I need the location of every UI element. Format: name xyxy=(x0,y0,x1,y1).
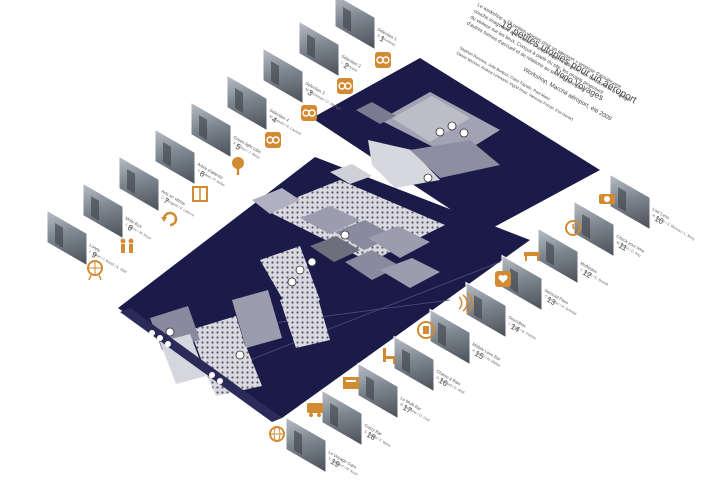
heart-icon xyxy=(495,271,511,287)
project-card xyxy=(609,173,651,231)
project-card xyxy=(285,416,327,474)
drink-icon xyxy=(417,321,435,339)
runway-pins xyxy=(149,330,223,384)
project-photo-figure xyxy=(510,268,518,293)
project-photo-figure xyxy=(127,169,135,194)
project-card xyxy=(298,20,340,78)
project-photo xyxy=(465,281,507,339)
project-card xyxy=(190,101,232,159)
project-number: 3 xyxy=(306,88,315,98)
project-photo-figure xyxy=(402,349,410,374)
project-number: 6 xyxy=(198,169,207,179)
refresh-icon xyxy=(161,211,178,227)
project-card xyxy=(537,227,579,285)
project-photo xyxy=(334,0,376,51)
project-photo xyxy=(82,182,124,240)
bar-icon xyxy=(343,377,359,389)
project-number: 4 xyxy=(270,115,279,125)
project-photo-figure xyxy=(474,295,482,320)
project-card xyxy=(334,0,376,51)
project-photo xyxy=(537,227,579,285)
project-photo-figure xyxy=(618,187,626,212)
project-card xyxy=(82,182,124,240)
project-photo xyxy=(609,173,651,231)
project-card xyxy=(465,281,507,339)
project-photo-figure xyxy=(343,7,351,32)
project-photo-figure xyxy=(366,376,374,401)
project-photo-figure xyxy=(235,88,243,113)
project-card xyxy=(429,308,471,366)
main-level-terminal xyxy=(252,164,445,288)
project-card xyxy=(321,389,363,447)
project-photo xyxy=(262,47,304,105)
project-photo-figure xyxy=(91,196,99,221)
project-photo xyxy=(357,362,399,420)
project-number: 5 xyxy=(234,142,243,152)
project-card xyxy=(46,209,88,267)
glasses-icon xyxy=(375,52,391,68)
project-photo xyxy=(285,416,327,474)
project-number: 2 xyxy=(342,61,351,71)
project-card xyxy=(573,200,615,258)
bench-icon xyxy=(524,252,540,261)
project-photo xyxy=(393,335,435,393)
people-icon xyxy=(120,238,134,253)
project-photo-figure xyxy=(271,61,279,86)
project-photo xyxy=(226,74,268,132)
project-photo xyxy=(321,389,363,447)
glasses-icon xyxy=(337,78,353,94)
project-photo xyxy=(46,209,88,267)
glasses-icon xyxy=(265,132,281,148)
project-title: Loopy xyxy=(89,243,103,254)
train-icon xyxy=(307,403,323,417)
project-number: 1 xyxy=(378,34,387,44)
project-number: 9 xyxy=(90,250,99,260)
project-photo xyxy=(190,101,232,159)
lens-icon xyxy=(599,194,615,204)
project-photo-figure xyxy=(438,322,446,347)
shop-window-icon xyxy=(192,186,208,202)
project-photo xyxy=(118,155,160,213)
project-card xyxy=(226,74,268,132)
sound-waves-icon xyxy=(458,292,474,314)
globe-icon xyxy=(269,426,285,442)
project-card xyxy=(357,362,399,420)
airport-plan xyxy=(118,58,600,422)
tree-icon xyxy=(232,157,244,175)
project-photo xyxy=(154,128,196,186)
project-number: 8 xyxy=(126,223,135,233)
glasses-icon xyxy=(301,105,317,121)
pictograms xyxy=(87,52,615,442)
project-photo-figure xyxy=(294,430,302,455)
project-photo-figure xyxy=(330,403,338,428)
project-card xyxy=(154,128,196,186)
project-photo-figure xyxy=(55,223,63,248)
ferris-wheel-icon xyxy=(87,260,103,281)
project-card xyxy=(118,155,160,213)
project-card xyxy=(262,47,304,105)
project-credit: A. Bauer / S. Moreau / L. Berg xyxy=(652,213,696,241)
project-photo xyxy=(298,20,340,78)
upper-level-markers xyxy=(423,121,469,183)
project-photo-figure xyxy=(307,34,315,59)
project-photo-figure xyxy=(163,142,171,167)
project-number: 7 xyxy=(162,196,171,206)
header-paragraph-line: du visiteur sur les lieux. Conçus à part… xyxy=(469,14,605,96)
project-photo-figure xyxy=(199,115,207,140)
clock-icon xyxy=(565,220,581,236)
main-level-markers xyxy=(165,230,350,360)
project-photo-figure xyxy=(582,214,590,239)
project-photo-figure xyxy=(546,241,554,266)
project-card xyxy=(393,335,435,393)
upper-level-terminal xyxy=(356,92,500,188)
project-photo xyxy=(429,308,471,366)
chair-icon xyxy=(383,348,395,364)
